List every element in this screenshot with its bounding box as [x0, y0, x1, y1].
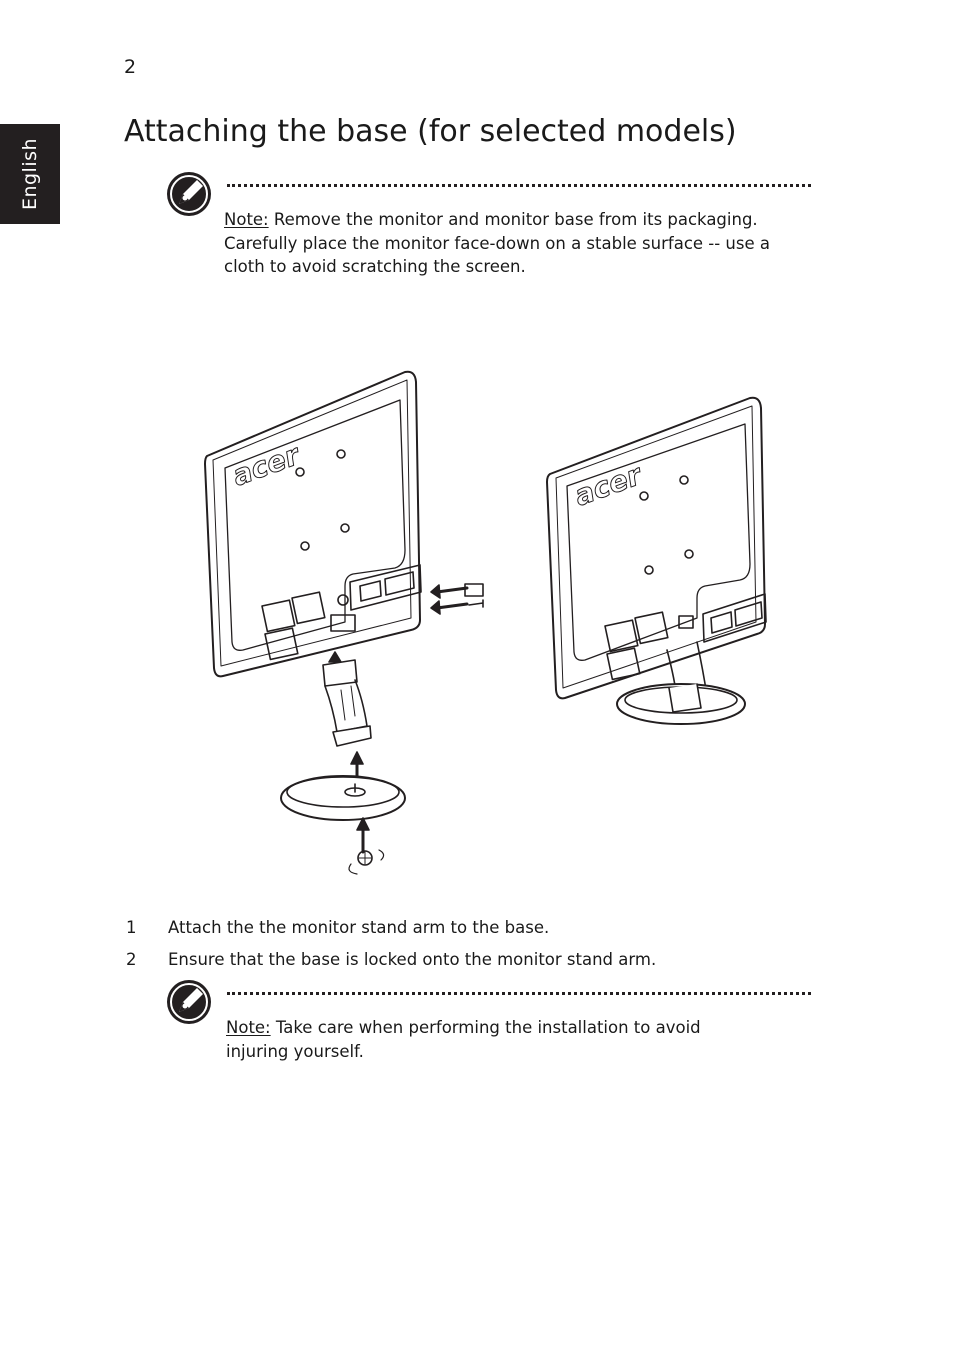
step-number: 1	[126, 918, 137, 937]
connector-insert	[430, 583, 484, 615]
note-label: Note:	[224, 210, 269, 229]
list-item: 2 Ensure that the base is locked onto th…	[124, 948, 824, 980]
note-body: Remove the monitor and monitor base from…	[224, 210, 770, 276]
list-item: 1 Attach the the monitor stand arm to th…	[124, 916, 824, 948]
note-divider	[227, 992, 811, 995]
step-text: Attach the the monitor stand arm to the …	[168, 918, 550, 937]
pencil-note-icon	[167, 980, 211, 1024]
page-title: Attaching the base (for selected models)	[124, 114, 737, 149]
step-text: Ensure that the base is locked onto the …	[168, 950, 657, 969]
language-tab-label: English	[19, 137, 41, 211]
note-label: Note:	[226, 1018, 271, 1037]
note-block-packaging: Note: Remove the monitor and monitor bas…	[165, 170, 815, 290]
note-text: Note: Take care when performing the inst…	[226, 1016, 746, 1063]
note-body: Take care when performing the installati…	[226, 1018, 701, 1061]
note-block-safety: Note: Take care when performing the inst…	[165, 978, 815, 1078]
step-number: 2	[126, 950, 137, 969]
monitor-back-left: acer	[204, 370, 422, 678]
base-screw	[348, 849, 385, 875]
steps-list: 1 Attach the the monitor stand arm to th…	[124, 916, 824, 980]
language-tab: English	[0, 124, 60, 224]
assembly-illustration: acer	[204, 370, 767, 875]
stand-arm	[322, 651, 372, 747]
note-divider	[227, 184, 811, 187]
page-number: 2	[124, 56, 137, 78]
monitor-back-right: acer	[546, 396, 767, 725]
note-text: Note: Remove the monitor and monitor bas…	[224, 208, 804, 279]
stand-base	[280, 775, 406, 821]
pencil-note-icon	[167, 172, 211, 216]
